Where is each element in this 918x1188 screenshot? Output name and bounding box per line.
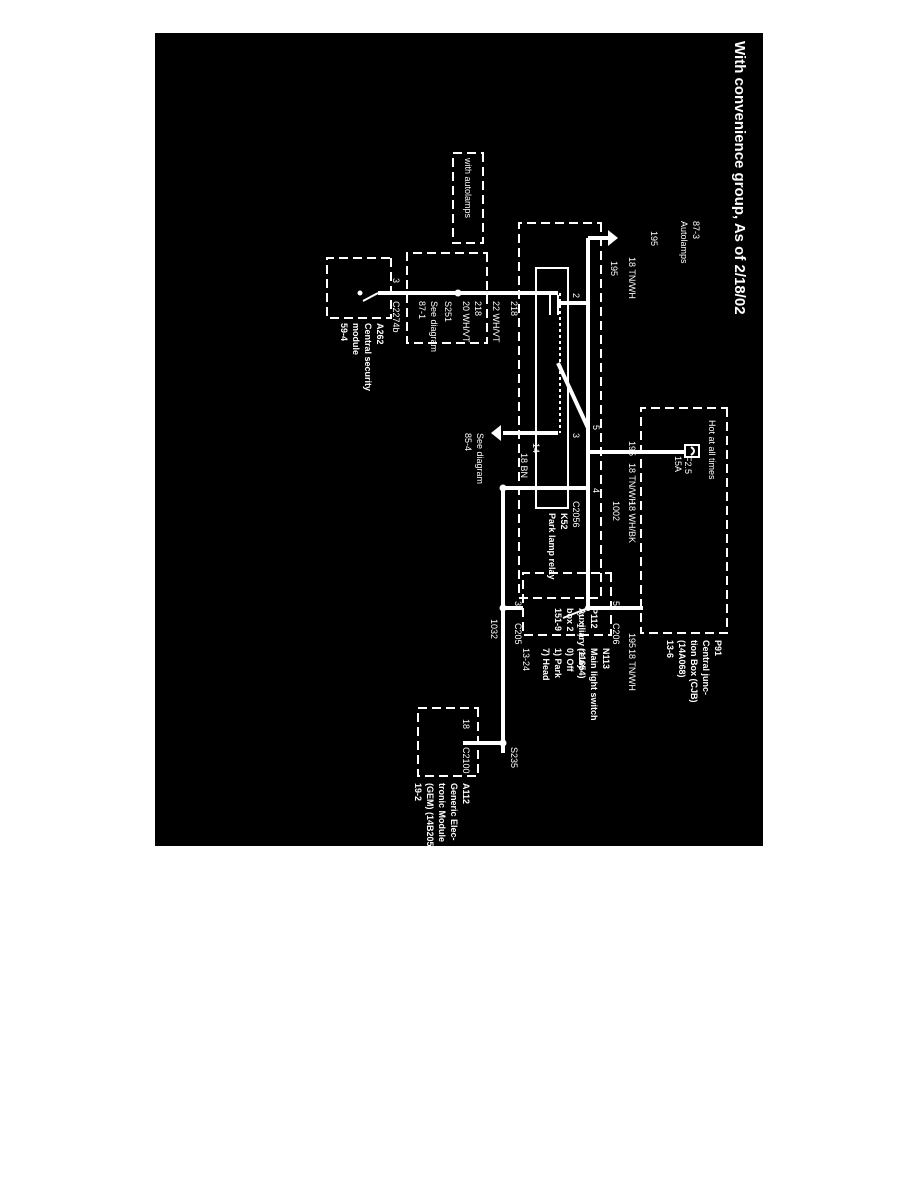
wiring-diagram: With convenience group, As of 2/18/02 Ho…: [326, 41, 748, 846]
bn-arrow: [491, 425, 501, 441]
switch-page-ref: 13-24: [521, 648, 531, 671]
autolamps-ref-2: Autolamps: [679, 221, 689, 264]
junction-box-outline: [640, 407, 728, 634]
see-diagram-2-line-2: 85-4: [463, 433, 473, 451]
switch-name-2: (11654): [577, 648, 587, 679]
gem-name-2: tronic Module: [437, 783, 447, 842]
circuit-14-label: 14: [531, 443, 541, 453]
tn-wh-label-a: 18 TN/WH: [627, 463, 637, 505]
relay-pin-3: 3: [571, 433, 581, 438]
gem-ref: A112: [461, 783, 471, 804]
security-pin-3: 3: [391, 278, 401, 283]
splice-s251-dot: [454, 289, 462, 297]
security-name-2: module: [351, 323, 361, 355]
relay-box-name-3: 151-9: [553, 608, 563, 631]
diagram-title: With convenience group, As of 2/18/02: [731, 41, 748, 315]
switch-contact-0: 0: [575, 611, 585, 616]
switch-pin-5: 5: [611, 601, 621, 606]
switch-contact-7: 7: [575, 633, 585, 638]
wh-bk-label: 18 WH/BK: [627, 501, 637, 543]
with-autolamps-tag-box: [452, 152, 484, 244]
relay-switch-wire: [556, 362, 590, 429]
gem-name-1: Generic Elec-: [449, 783, 459, 841]
gem-pin-18: 18: [461, 719, 471, 729]
gem-name-4: 19-2: [413, 783, 423, 801]
autolamps-ref-1: 87-3: [691, 221, 701, 239]
security-name-3: 59-4: [339, 323, 349, 341]
security-switch-contact: [357, 290, 363, 296]
wh-vt-20-label: 20 WH/VT: [461, 301, 471, 343]
relay-box-name-1: Auxiliary relay: [577, 608, 587, 670]
connector-c205-label: C205: [513, 623, 523, 645]
relay-pin-4: 4: [591, 488, 601, 493]
security-module-outline: [326, 257, 392, 319]
connector-c2100-label: C2100: [461, 747, 471, 774]
switch-ref: N113: [601, 648, 611, 669]
hot-at-all-times-label: Hot at all times: [707, 420, 717, 480]
junction-box-ref: P91: [713, 640, 723, 656]
see-diagram-2-line-1: See diagram: [475, 433, 485, 484]
auxiliary-relay-box-outline: [518, 222, 602, 599]
security-switch-symbol: [362, 292, 379, 302]
fuse-rating: 15A: [673, 456, 683, 472]
circuit-195-label-c: 195: [649, 231, 659, 246]
security-ref: A262: [375, 323, 385, 345]
circuit-195-label-d: 195: [609, 261, 619, 276]
switch-output-junction: [499, 604, 507, 612]
diagram-panel: With convenience group, As of 2/18/02 Ho…: [155, 33, 763, 846]
bn-label: 18 BN: [519, 453, 529, 478]
circuit-1032-label: 1032: [489, 619, 499, 639]
splice-s251-label: S251: [443, 301, 453, 322]
switch-name-1: Main light switch: [589, 648, 599, 721]
diagram-content: With convenience group, As of 2/18/02 Ho…: [326, 41, 748, 846]
switch-position-head: 7) Head: [541, 648, 551, 681]
relay-pin-2: 2: [571, 293, 581, 298]
main-light-switch-outline: [522, 572, 612, 636]
see-diagram-1-line-1: See diagram: [429, 301, 439, 352]
circuit-1002-label: 1002: [611, 501, 621, 521]
switch-position-off: 0) Off: [565, 648, 575, 673]
switch-position-park: 1) Park: [553, 648, 563, 679]
see-diagram-1-line-2: 87-1: [417, 301, 427, 319]
tn-wh-label-b: 18 TN/WH: [627, 649, 637, 691]
circuit-195-label-b: 195: [627, 633, 637, 648]
switch-pin-3: 3: [513, 601, 523, 606]
security-name-1: Central security: [363, 323, 373, 391]
connector-c2274b-label: C2274b: [391, 301, 401, 333]
wh-vt-22-label: 22 WH/VT: [491, 301, 501, 343]
splice-s235-label: S235: [509, 747, 519, 768]
relay-pin-5: 5: [591, 425, 601, 430]
relay-name: Park lamp relay: [547, 513, 557, 580]
circuit-195-label-a: 195: [627, 441, 637, 456]
junction-box-name-3: (14A068): [677, 640, 687, 678]
tn-wh-label-c: 18 TN/WH: [627, 257, 637, 299]
relay-box-name-2: box 2: [565, 608, 575, 632]
fuse-element: [690, 446, 695, 456]
circuit-218-label-a: 218: [509, 301, 519, 316]
wh-bk-junction: [499, 484, 507, 492]
switch-pivot: [585, 605, 591, 611]
fuse-id: F2.5: [683, 456, 693, 474]
autolamps-arrow: [608, 230, 618, 246]
gem-outline: [417, 707, 479, 777]
connector-c2056-label: C2056: [571, 501, 581, 528]
gem-name-3: (GEM) (14B205): [425, 783, 435, 846]
relay-ref: K52: [559, 513, 569, 530]
relay-coil-symbol: [549, 295, 559, 315]
junction-box-name-2: tion Box (CJB): [689, 640, 699, 703]
switch-blade-symbol: [562, 607, 589, 619]
circuit-218-label-b: 218: [473, 301, 483, 316]
junction-box-name-4: 13-6: [665, 640, 675, 658]
relay-box-ref: P112: [589, 608, 599, 629]
with-autolamps-region: [406, 252, 488, 344]
connector-c206-label: C206: [611, 623, 621, 645]
with-autolamps-label: with autolamps: [463, 157, 473, 219]
switch-contact-1: 1: [575, 623, 585, 628]
junction-box-name-1: Central junc-: [701, 640, 711, 695]
